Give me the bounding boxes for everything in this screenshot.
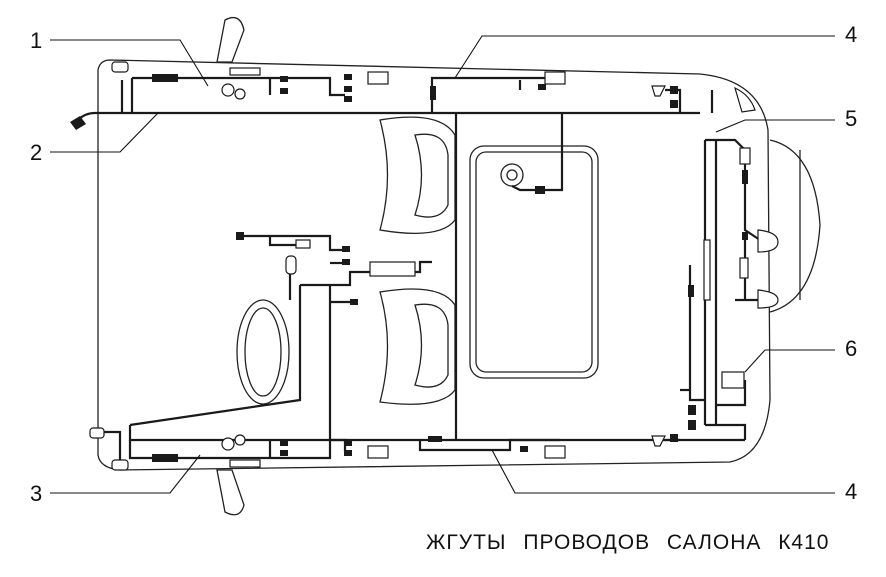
connector	[428, 436, 442, 442]
connector	[344, 440, 352, 446]
connector	[152, 454, 178, 462]
connector	[342, 246, 350, 252]
callout-3: 3	[30, 481, 43, 506]
connector	[236, 232, 244, 240]
connector	[430, 86, 436, 100]
sensor-component	[651, 435, 666, 447]
lamp-component	[111, 61, 129, 73]
sensor-component	[285, 255, 297, 275]
lamp-component	[739, 147, 751, 165]
spare-wheel	[236, 299, 290, 405]
callout-6: 6	[845, 336, 858, 361]
connector	[280, 76, 288, 82]
switch-component	[221, 83, 235, 97]
switch-component	[229, 459, 261, 468]
wire-bracket	[739, 257, 749, 279]
callout-1: 1	[30, 28, 43, 53]
switch-component	[234, 88, 246, 100]
connector	[670, 86, 678, 94]
connector	[520, 446, 528, 452]
connector	[688, 405, 696, 415]
callout-5: 5	[845, 106, 858, 131]
lamp-component	[757, 289, 779, 309]
connector	[688, 420, 696, 430]
connector	[344, 86, 352, 92]
rear-panel	[469, 145, 599, 379]
connector	[670, 100, 678, 108]
connector	[688, 285, 694, 297]
callout-2: 2	[30, 140, 43, 165]
connector	[344, 74, 352, 80]
harness-wires	[77, 76, 761, 470]
connector	[742, 232, 748, 240]
relay-component	[367, 445, 389, 459]
connector	[538, 84, 546, 90]
connector	[280, 440, 288, 446]
connector	[344, 450, 352, 456]
wire-bracket	[703, 239, 711, 301]
relay-component	[367, 71, 389, 85]
lamp-component	[757, 229, 779, 253]
switch-component	[229, 67, 261, 76]
relay-component	[721, 371, 745, 389]
lamp-component	[111, 459, 129, 471]
lamp-component	[734, 86, 756, 113]
diagram-caption: ЖГУТЫ ПРОВОДОВ САЛОНА К410	[426, 531, 830, 554]
connector	[670, 434, 678, 442]
control-unit	[369, 261, 416, 277]
components	[70, 61, 779, 471]
lamp-component	[89, 427, 105, 439]
connector-block	[295, 239, 311, 249]
connector	[742, 170, 748, 184]
connector	[350, 299, 358, 305]
connector	[342, 259, 350, 265]
connector	[152, 74, 178, 82]
plug-component	[70, 116, 86, 130]
callout-4-top: 4	[845, 22, 858, 47]
front-seat-left	[379, 116, 456, 234]
relay-component	[544, 71, 566, 85]
connector	[535, 186, 545, 194]
sensor-component	[651, 85, 666, 97]
front-seat-right	[379, 288, 456, 405]
connector	[280, 88, 288, 94]
switch-component	[234, 434, 246, 446]
connectors	[152, 74, 748, 462]
callout-leaders	[50, 35, 835, 494]
switch-component	[221, 437, 235, 451]
callout-4-bottom: 4	[845, 479, 858, 504]
relay-component	[544, 445, 566, 459]
car-body-outline	[97, 16, 821, 516]
connector	[280, 450, 288, 456]
connector	[344, 96, 352, 102]
